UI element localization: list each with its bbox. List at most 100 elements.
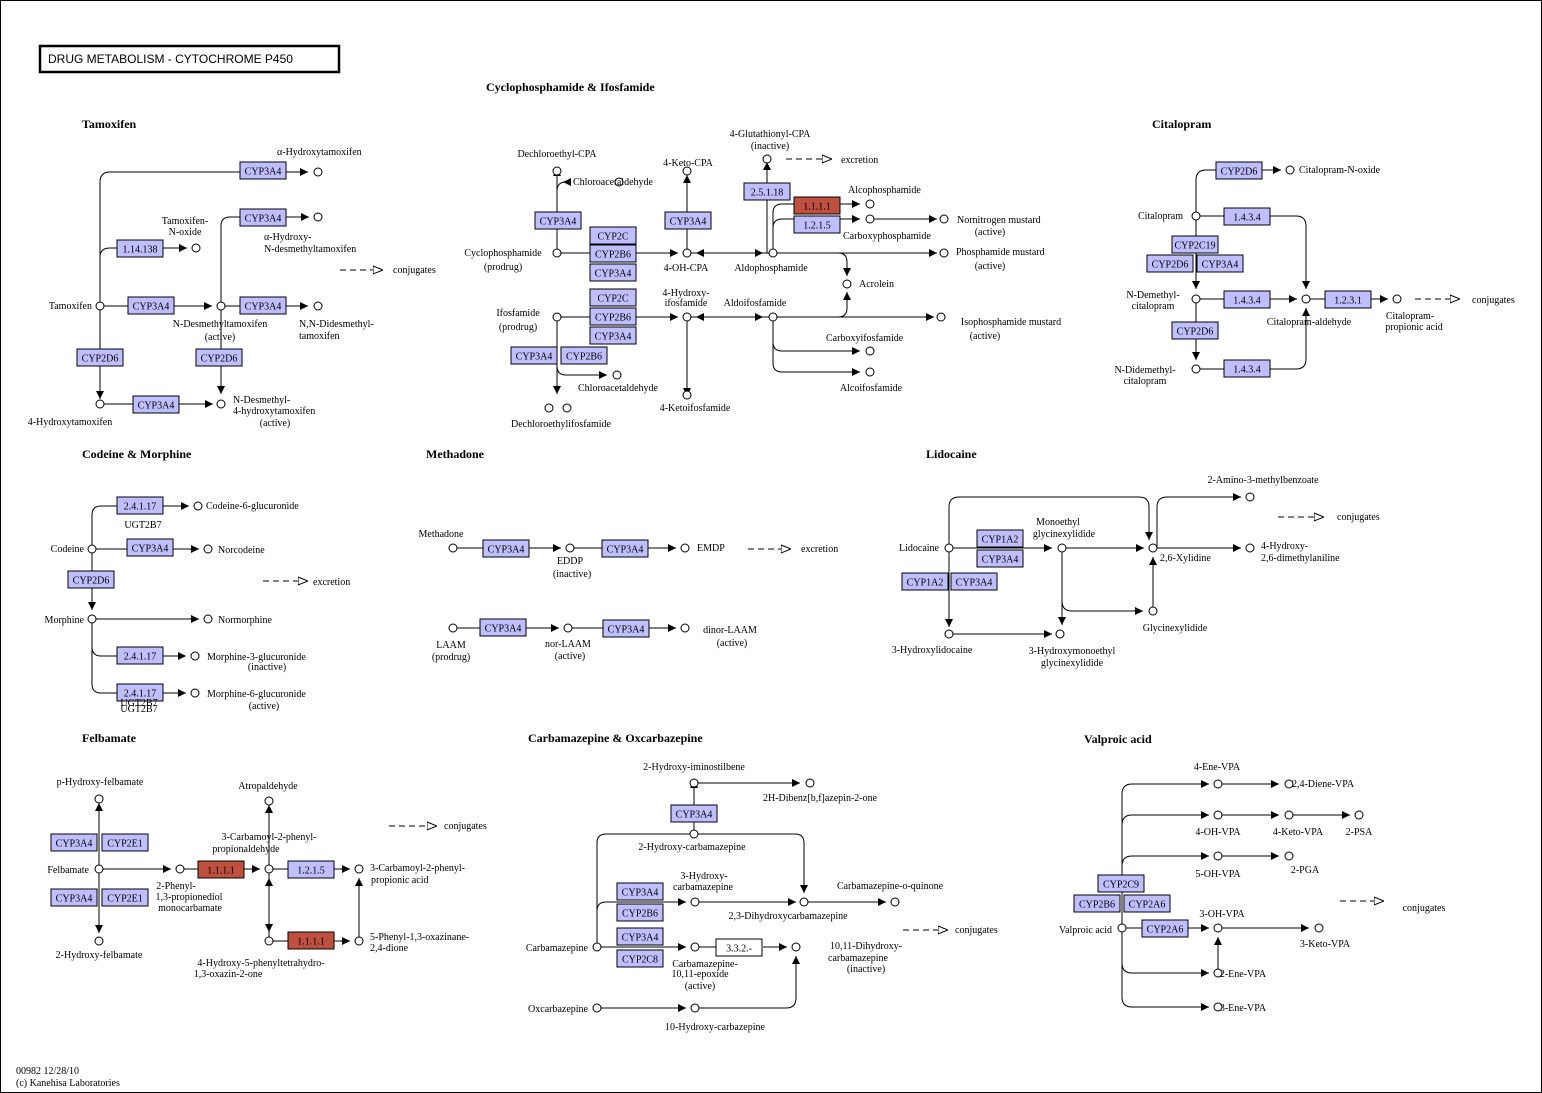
enzyme-box[interactable]: 2.4.1.17: [116, 496, 164, 515]
enzyme-box[interactable]: CYP2B6: [589, 244, 637, 263]
compound-node[interactable]: [768, 312, 778, 322]
enzyme-box[interactable]: CYP2D6: [76, 348, 124, 367]
compound-node[interactable]: [1301, 294, 1311, 304]
compound-node[interactable]: [216, 399, 226, 409]
enzyme-box[interactable]: 3.3.2.-: [715, 938, 763, 957]
compound-node[interactable]: [939, 214, 949, 224]
compound-node[interactable]: [865, 199, 875, 209]
enzyme-box[interactable]: CYP2B6: [1073, 894, 1121, 913]
compound-node[interactable]: [592, 942, 602, 952]
compound-node[interactable]: [1392, 294, 1402, 304]
compound-node[interactable]: [544, 403, 554, 413]
enzyme-box[interactable]: CYP2D6: [195, 348, 243, 367]
compound-node[interactable]: [768, 248, 778, 258]
enzyme-box[interactable]: CYP3A4: [132, 395, 180, 414]
compound-node[interactable]: [682, 166, 692, 176]
compound-node[interactable]: [354, 936, 364, 946]
compound-node[interactable]: [680, 623, 690, 633]
compound-node[interactable]: [552, 166, 562, 176]
enzyme-box[interactable]: CYP2E1: [101, 833, 149, 852]
enzyme-box[interactable]: CYP2B6: [589, 307, 637, 326]
enzyme-box[interactable]: CYP3A4: [50, 833, 98, 852]
compound-node[interactable]: [191, 243, 201, 253]
enzyme-box[interactable]: CYP3A4: [510, 346, 558, 365]
compound-node[interactable]: [1284, 810, 1294, 820]
enzyme-box[interactable]: CYP2B6: [560, 346, 608, 365]
compound-node[interactable]: [193, 501, 203, 511]
compound-node[interactable]: [1284, 851, 1294, 861]
compound-node[interactable]: [264, 796, 274, 806]
compound-node[interactable]: [592, 1003, 602, 1013]
enzyme-box[interactable]: CYP2D6: [67, 570, 115, 589]
compound-node[interactable]: [552, 312, 562, 322]
compound-node[interactable]: [680, 543, 690, 553]
compound-node[interactable]: [690, 897, 700, 907]
compound-node[interactable]: [842, 279, 852, 289]
enzyme-box[interactable]: CYP3A4: [479, 618, 527, 637]
enzyme-box[interactable]: CYP3A4: [127, 296, 175, 315]
enzyme-box[interactable]: CYP2C19: [1171, 235, 1219, 254]
compound-node[interactable]: [313, 212, 323, 222]
compound-node[interactable]: [264, 864, 274, 874]
enzyme-box[interactable]: CYP3A4: [239, 296, 287, 315]
enzyme-box[interactable]: CYP2D6: [1215, 161, 1263, 180]
compound-node[interactable]: [565, 543, 575, 553]
enzyme-box[interactable]: CYP2D6: [1171, 321, 1219, 340]
compound-node[interactable]: [1245, 492, 1255, 502]
compound-node[interactable]: [448, 623, 458, 633]
enzyme-box[interactable]: CYP3A4: [239, 161, 287, 180]
compound-node[interactable]: [805, 778, 815, 788]
enzyme-box[interactable]: CYP3A4: [670, 804, 718, 823]
compound-node[interactable]: [1148, 543, 1158, 553]
compound-node[interactable]: [689, 778, 699, 788]
compound-node[interactable]: [552, 248, 562, 258]
enzyme-box[interactable]: CYP3A4: [976, 549, 1024, 568]
enzyme-box[interactable]: 1.2.1.5: [793, 215, 841, 234]
enzyme-box[interactable]: CYP3A4: [239, 208, 287, 227]
enzyme-box[interactable]: CYP2A6: [1141, 919, 1189, 938]
compound-node[interactable]: [939, 248, 949, 258]
compound-node[interactable]: [190, 688, 200, 698]
compound-node[interactable]: [203, 614, 213, 624]
enzyme-box[interactable]: 1.4.3.4: [1223, 207, 1271, 226]
enzyme-box[interactable]: CYP3A4: [50, 888, 98, 907]
enzyme-box[interactable]: CYP1A2: [976, 529, 1024, 548]
enzyme-box[interactable]: CYP1A2: [901, 572, 949, 591]
enzyme-box[interactable]: 2.5.1.18: [743, 182, 791, 201]
compound-node[interactable]: [936, 312, 946, 322]
enzyme-box[interactable]: CYP2D6: [1146, 254, 1194, 273]
enzyme-box[interactable]: CYP2A6: [1123, 894, 1171, 913]
compound-node[interactable]: [313, 167, 323, 177]
enzyme-box[interactable]: CYP3A4: [601, 539, 649, 558]
compound-node[interactable]: [87, 614, 97, 624]
compound-node[interactable]: [1354, 810, 1364, 820]
compound-node[interactable]: [1191, 211, 1201, 221]
compound-node[interactable]: [890, 897, 900, 907]
compound-node[interactable]: [1191, 294, 1201, 304]
compound-node[interactable]: [682, 390, 692, 400]
enzyme-box[interactable]: 1.14.138: [116, 239, 164, 258]
compound-node[interactable]: [264, 936, 274, 946]
enzyme-box[interactable]: CYP3A4: [950, 572, 998, 591]
compound-node[interactable]: [1213, 1002, 1223, 1012]
compound-node[interactable]: [87, 544, 97, 554]
enzyme-box[interactable]: CYP2C8: [616, 949, 664, 968]
enzyme-box[interactable]: CYP2C: [589, 288, 637, 307]
compound-node[interactable]: [1057, 543, 1067, 553]
compound-node[interactable]: [94, 936, 104, 946]
enzyme-box[interactable]: CYP2E1: [101, 888, 149, 907]
compound-node[interactable]: [94, 864, 104, 874]
enzyme-box[interactable]: CYP3A4: [589, 326, 637, 345]
enzyme-box[interactable]: CYP3A4: [589, 263, 637, 282]
compound-node[interactable]: [1213, 968, 1223, 978]
compound-node[interactable]: [95, 301, 105, 311]
compound-node[interactable]: [1314, 923, 1324, 933]
compound-node[interactable]: [190, 651, 200, 661]
compound-node[interactable]: [799, 897, 809, 907]
enzyme-box[interactable]: CYP3A4: [616, 882, 664, 901]
enzyme-box[interactable]: CYP3A4: [1196, 254, 1244, 273]
compound-node[interactable]: [94, 794, 104, 804]
compound-node[interactable]: [690, 1003, 700, 1013]
compound-node[interactable]: [762, 154, 772, 164]
compound-node[interactable]: [944, 629, 954, 639]
